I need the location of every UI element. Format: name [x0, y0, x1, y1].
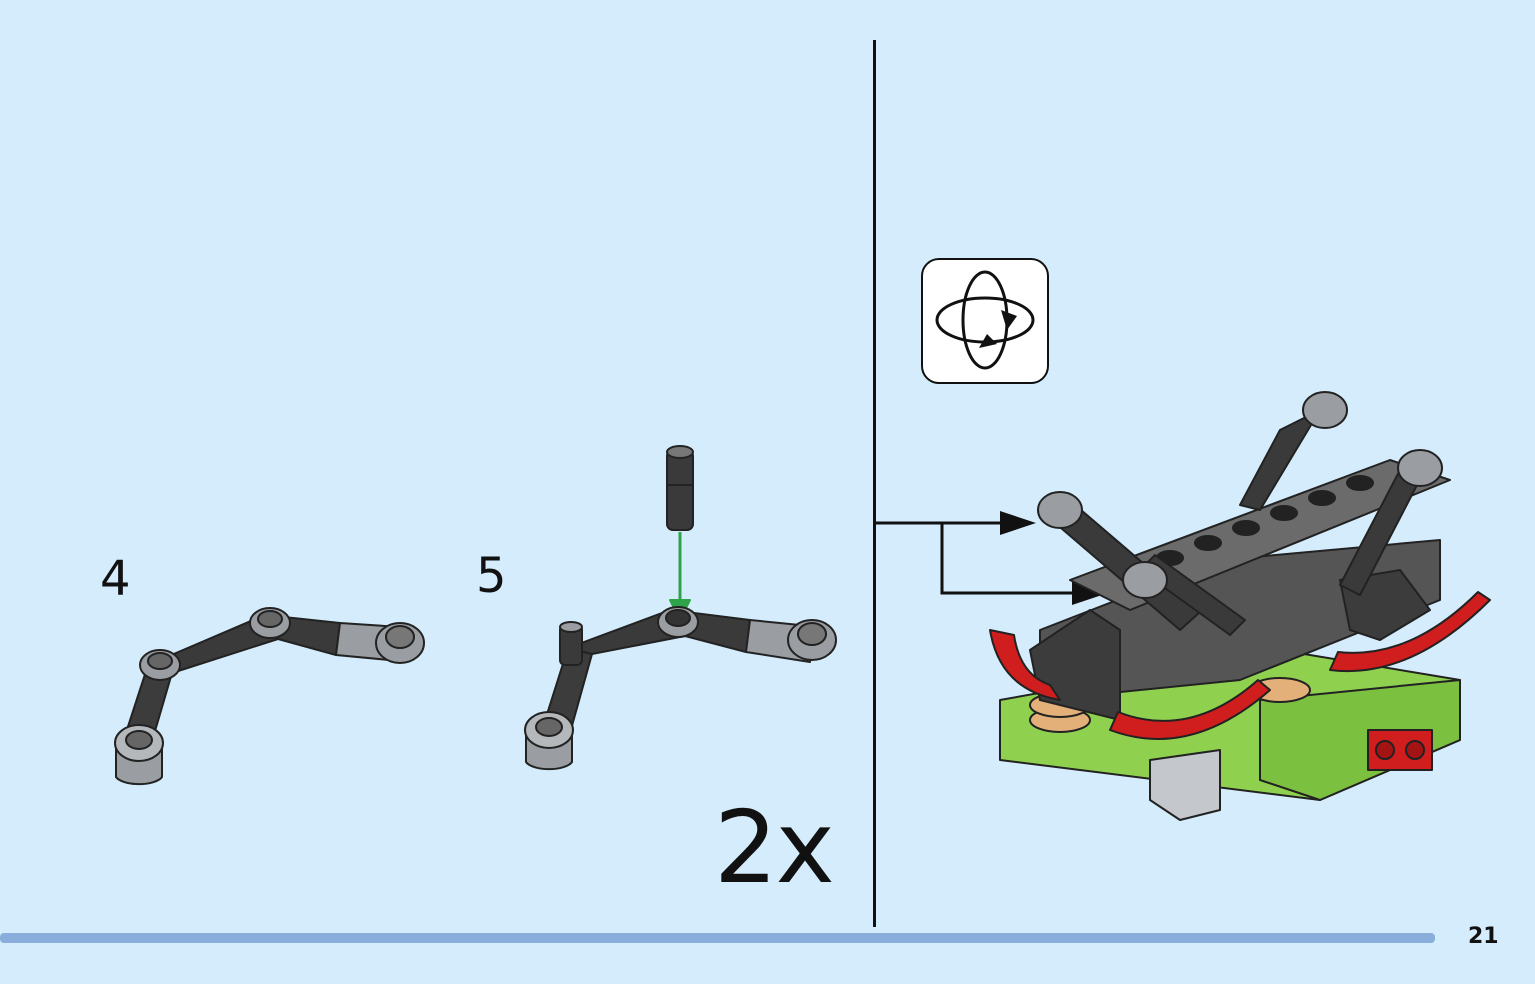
- callout-arrow-icon: [876, 511, 1108, 605]
- rotate-model-button: [921, 258, 1049, 384]
- page-footer-bar: [0, 933, 1435, 943]
- step-5-multiplier: 2x: [714, 789, 835, 906]
- page-number: 21: [1468, 924, 1499, 949]
- step-4-liftarm-illustration: [114, 607, 425, 786]
- rotate-model-icon: [935, 270, 1035, 370]
- step-divider: [873, 40, 876, 927]
- step-5-number: 5: [476, 548, 507, 604]
- step-4-number: 4: [100, 551, 131, 607]
- step-5-liftarm-illustration: [524, 445, 837, 771]
- assembled-model-illustration: [989, 391, 1491, 821]
